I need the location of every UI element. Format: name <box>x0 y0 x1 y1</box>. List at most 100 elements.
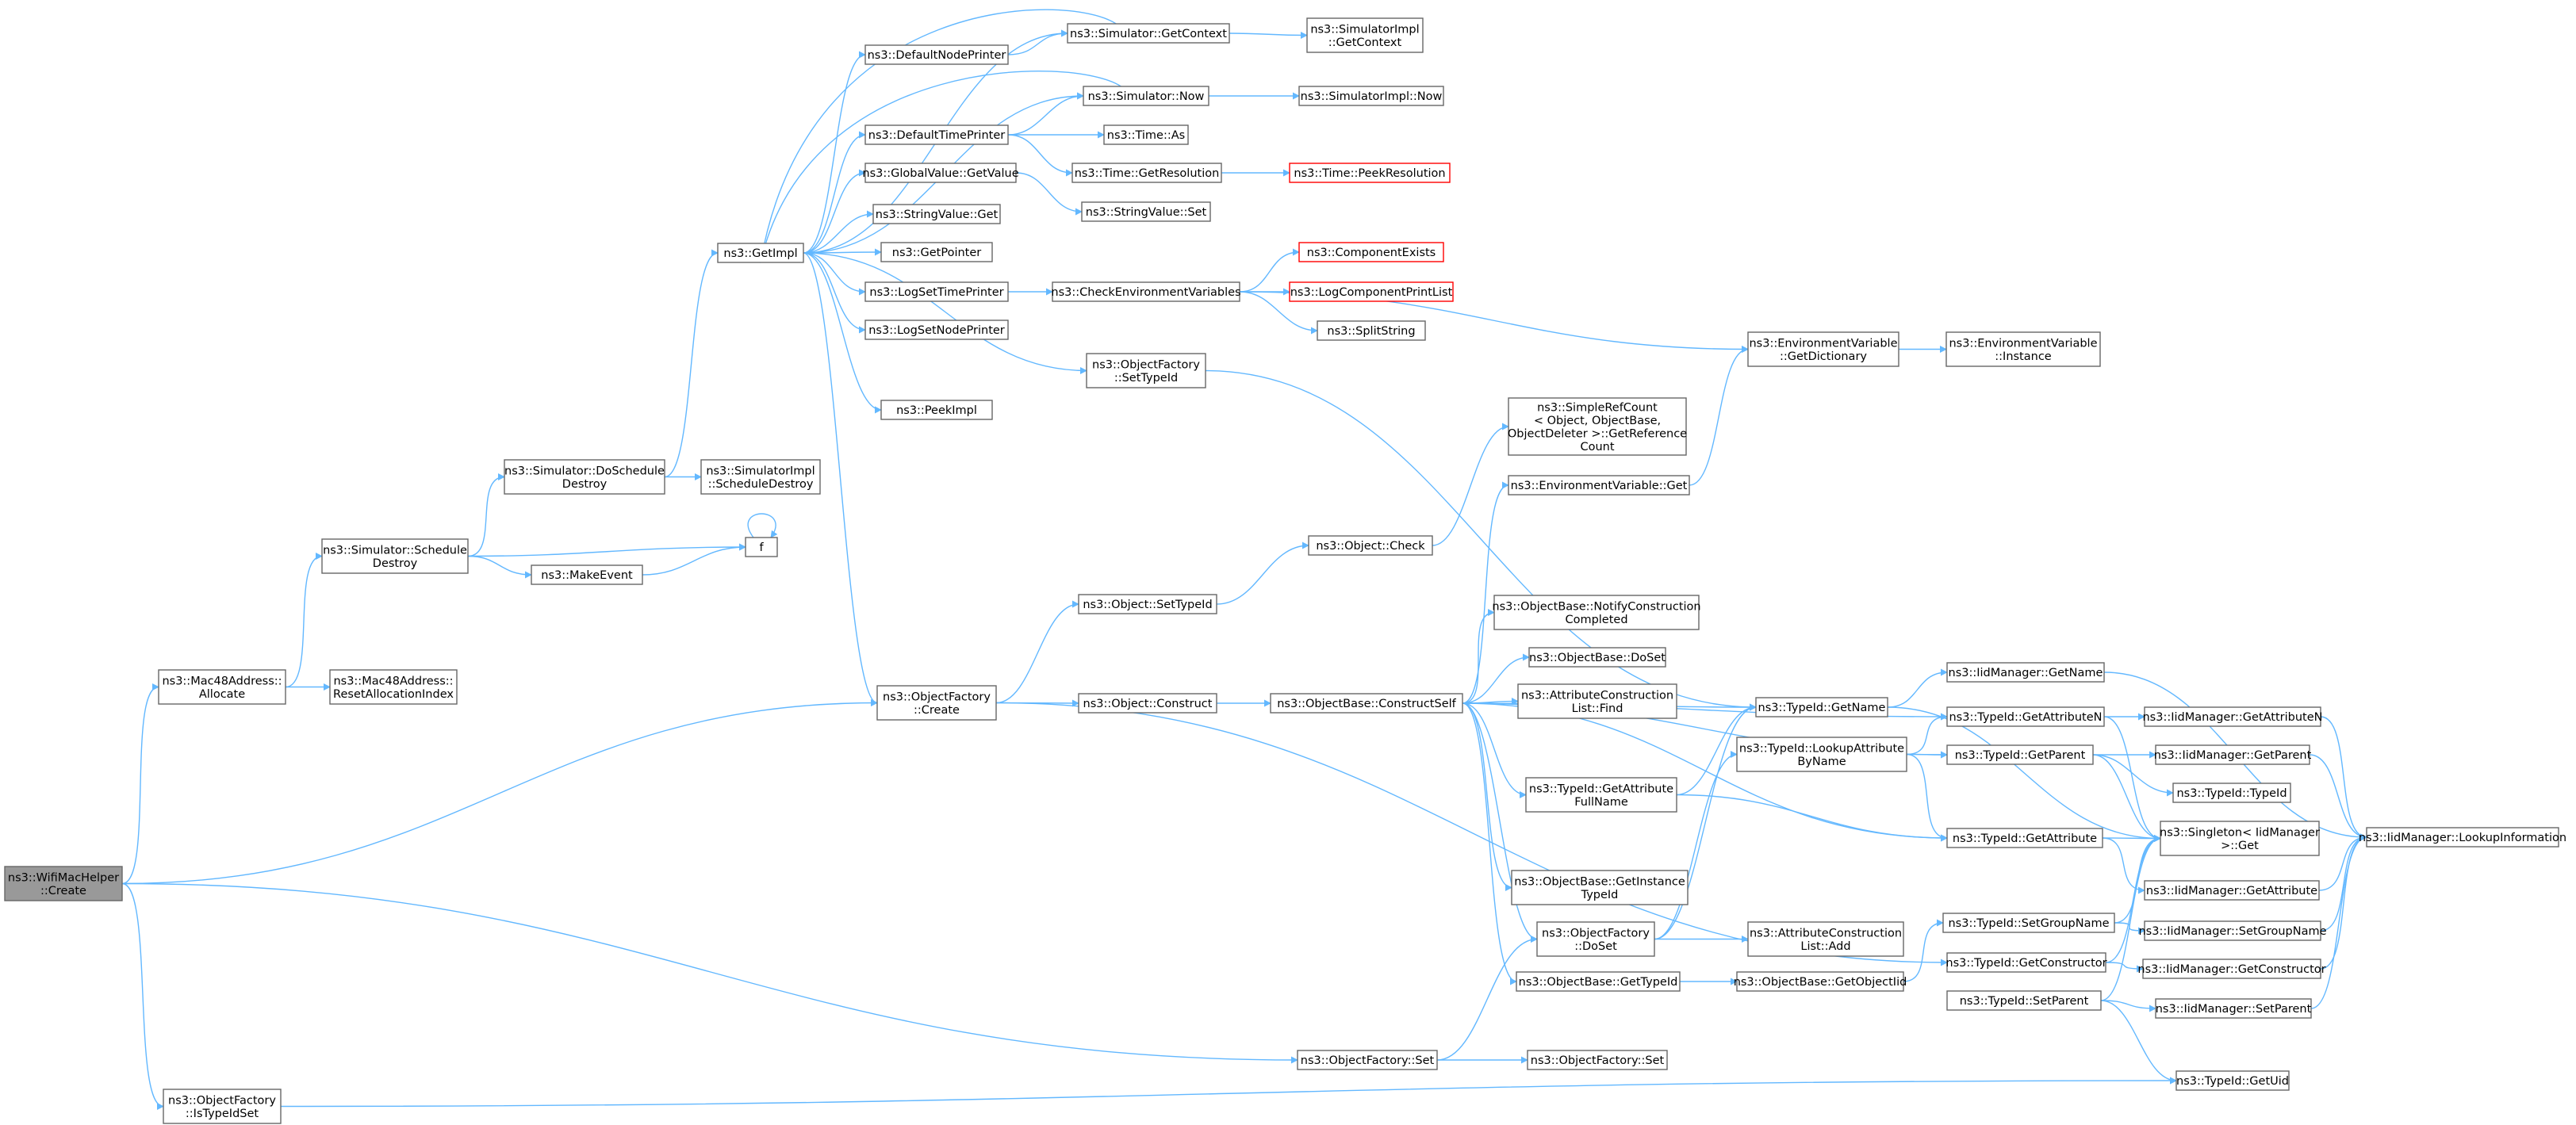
node-of-istidset[interactable]: ns3::ObjectFactory::IsTypeIdSet <box>163 1089 282 1124</box>
node-tid-typeid[interactable]: ns3::TypeId::TypeId <box>2172 783 2291 803</box>
node-iid-getattr[interactable]: ns3::IidManager::GetAttribute <box>2144 880 2320 901</box>
node-ev-getdict[interactable]: ns3::EnvironmentVariable::GetDictionary <box>1747 331 1899 367</box>
node-box <box>880 242 993 262</box>
node-impl-sched[interactable]: ns3::SimulatorImpl::ScheduleDestroy <box>700 459 821 495</box>
edge-tid-setparent-to-singleton <box>2100 835 2161 1001</box>
edge-iid-getattr-to-iid-lookup <box>2318 833 2367 891</box>
node-box <box>1747 331 1899 367</box>
node-getimpl[interactable]: ns3::GetImpl <box>717 243 804 263</box>
node-ev-get[interactable]: ns3::EnvironmentVariable::Get <box>1508 475 1690 496</box>
node-time-peek[interactable]: ns3::Time::PeekResolution <box>1289 163 1451 183</box>
node-obj-construct[interactable]: ns3::Object::Construct <box>1078 693 1217 714</box>
node-label: ns3::TypeId::GetConstructor <box>1945 957 2106 970</box>
node-f[interactable]: f <box>745 537 778 557</box>
node-label: List::Find <box>1572 702 1623 715</box>
edge-tid-getname-to-singleton <box>1887 706 2161 842</box>
node-simplerefcount[interactable]: ns3::SimpleRefCount< Object, ObjectBase,… <box>1508 397 1687 456</box>
node-root[interactable]: ns3::WifiMacHelper::Create <box>4 866 123 901</box>
edge-root-to-of-set1 <box>121 882 1298 1064</box>
node-impl-now[interactable]: ns3::SimulatorImpl::Now <box>1298 86 1444 106</box>
node-ob-construct[interactable]: ns3::ObjectBase::ConstructSelf <box>1270 693 1463 714</box>
node-label: ObjectDeleter >::GetReference <box>1508 427 1687 440</box>
node-sv-get[interactable]: ns3::StringValue::Get <box>872 204 1001 224</box>
node-sim-sched[interactable]: ns3::Simulator::ScheduleDestroy <box>321 538 469 574</box>
node-deftime[interactable]: ns3::DefaultTimePrinter <box>864 124 1009 145</box>
node-box <box>2144 920 2321 941</box>
edge-tid-lookup-to-tid-getparent <box>1906 751 1948 759</box>
node-time-getres[interactable]: ns3::Time::GetResolution <box>1071 163 1222 183</box>
node-tid-getattr[interactable]: ns3::TypeId::GetAttribute <box>1946 828 2103 848</box>
node-label: TypeId <box>1581 889 1619 901</box>
node-tid-getname[interactable]: ns3::TypeId::GetName <box>1755 697 1888 717</box>
node-obj-settid[interactable]: ns3::Object::SetTypeId <box>1078 594 1217 614</box>
node-ob-getoid[interactable]: ns3::ObjectBase::GetObjectIid <box>1734 971 1907 992</box>
node-iid-getname[interactable]: ns3::IidManager::GetName <box>1946 662 2105 683</box>
node-mac-reset[interactable]: ns3::Mac48Address::ResetAllocationIndex <box>329 669 458 705</box>
node-ob-gettid[interactable]: ns3::ObjectBase::GetTypeId <box>1516 971 1681 992</box>
node-label: ns3::IidManager::GetAttributeN <box>2142 711 2322 724</box>
node-tid-getparent[interactable]: ns3::TypeId::GetParent <box>1946 744 2094 765</box>
node-singleton[interactable]: ns3::Singleton< IidManager>::Get <box>2160 821 2320 856</box>
node-of-set1[interactable]: ns3::ObjectFactory::Set <box>1297 1050 1438 1070</box>
node-peekimpl[interactable]: ns3::PeekImpl <box>880 400 993 420</box>
node-iid-getparent[interactable]: ns3::IidManager::GetParent <box>2154 744 2312 765</box>
node-tid-getuid[interactable]: ns3::TypeId::GetUid <box>2175 1070 2290 1091</box>
node-iid-getattrn[interactable]: ns3::IidManager::GetAttributeN <box>2142 706 2323 727</box>
node-lognode[interactable]: ns3::LogSetNodePrinter <box>864 320 1009 340</box>
node-label: ns3::DefaultTimePrinter <box>868 129 1005 142</box>
node-sv-set[interactable]: ns3::StringValue::Set <box>1081 201 1211 222</box>
node-makeevent[interactable]: ns3::MakeEvent <box>531 564 643 585</box>
node-logcomp[interactable]: ns3::LogComponentPrintList <box>1289 281 1454 302</box>
node-of-create[interactable]: ns3::ObjectFactory::Create <box>876 685 997 721</box>
node-tid-getctor[interactable]: ns3::TypeId::GetConstructor <box>1945 952 2107 973</box>
node-ob-doset[interactable]: ns3::ObjectBase::DoSet <box>1528 647 1666 668</box>
node-tid-setgroup[interactable]: ns3::TypeId::SetGroupName <box>1942 913 2115 933</box>
node-box <box>321 538 469 574</box>
node-splitstr[interactable]: ns3::SplitString <box>1317 320 1426 341</box>
edge-f-to-f <box>747 513 778 538</box>
node-ev-instance[interactable]: ns3::EnvironmentVariable::Instance <box>1945 331 2101 367</box>
node-sim-getctx[interactable]: ns3::Simulator::GetContext <box>1067 23 1230 44</box>
node-label: ns3::ObjectFactory <box>883 691 991 703</box>
node-iid-setparent[interactable]: ns3::IidManager::SetParent <box>2155 998 2312 1019</box>
node-logtime[interactable]: ns3::LogSetTimePrinter <box>864 281 1009 302</box>
edge-ob-construct-to-ev-get <box>1462 481 1509 704</box>
node-tid-setparent[interactable]: ns3::TypeId::SetParent <box>1946 990 2102 1011</box>
node-label: ns3::ObjectFactory::Set <box>1301 1054 1435 1067</box>
node-box <box>864 163 1017 183</box>
node-label: ::Create <box>40 885 86 897</box>
node-getptr[interactable]: ns3::GetPointer <box>880 242 993 262</box>
edge-sim-getctx-to-getimpl <box>757 9 1117 263</box>
node-of-set2[interactable]: ns3::ObjectFactory::Set <box>1527 1050 1668 1070</box>
node-label: ns3::PeekImpl <box>896 404 977 417</box>
node-of-settid[interactable]: ns3::ObjectFactory::SetTypeId <box>1086 353 1206 388</box>
node-iid-setgroup[interactable]: ns3::IidManager::SetGroupName <box>2138 920 2327 941</box>
node-iid-lookup[interactable]: ns3::IidManager::LookupInformation <box>2359 827 2566 848</box>
node-time-as[interactable]: ns3::Time::As <box>1103 124 1189 145</box>
node-box <box>1946 828 2103 848</box>
node-box <box>2155 744 2310 765</box>
node-box <box>876 685 997 721</box>
node-sim-now[interactable]: ns3::Simulator::Now <box>1083 86 1209 106</box>
node-compexists[interactable]: ns3::ComponentExists <box>1298 242 1444 262</box>
node-impl-getctx[interactable]: ns3::SimulatorImpl::GetContext <box>1306 17 1424 53</box>
edge-tid-getattrn-to-singleton <box>2103 716 2161 842</box>
node-ob-notify[interactable]: ns3::ObjectBase::NotifyConstructionCompl… <box>1492 595 1701 630</box>
node-defnode[interactable]: ns3::DefaultNodePrinter <box>864 44 1009 65</box>
node-of-doset[interactable]: ns3::ObjectFactory::DoSet <box>1536 921 1655 957</box>
node-tid-getattrn[interactable]: ns3::TypeId::GetAttributeN <box>1946 706 2105 727</box>
node-obj-check[interactable]: ns3::Object::Check <box>1308 535 1433 556</box>
node-mac-alloc[interactable]: ns3::Mac48Address::Allocate <box>158 669 286 705</box>
node-checkenv[interactable]: ns3::CheckEnvironmentVariables <box>1051 281 1241 302</box>
node-box <box>2142 959 2321 979</box>
node-gv-get[interactable]: ns3::GlobalValue::GetValue <box>862 163 1019 183</box>
edge-root-to-of-create <box>121 699 878 885</box>
node-iid-getctor[interactable]: ns3::IidManager::GetConstructor <box>2137 959 2326 979</box>
edge-checkenv-to-compexists <box>1239 248 1300 293</box>
